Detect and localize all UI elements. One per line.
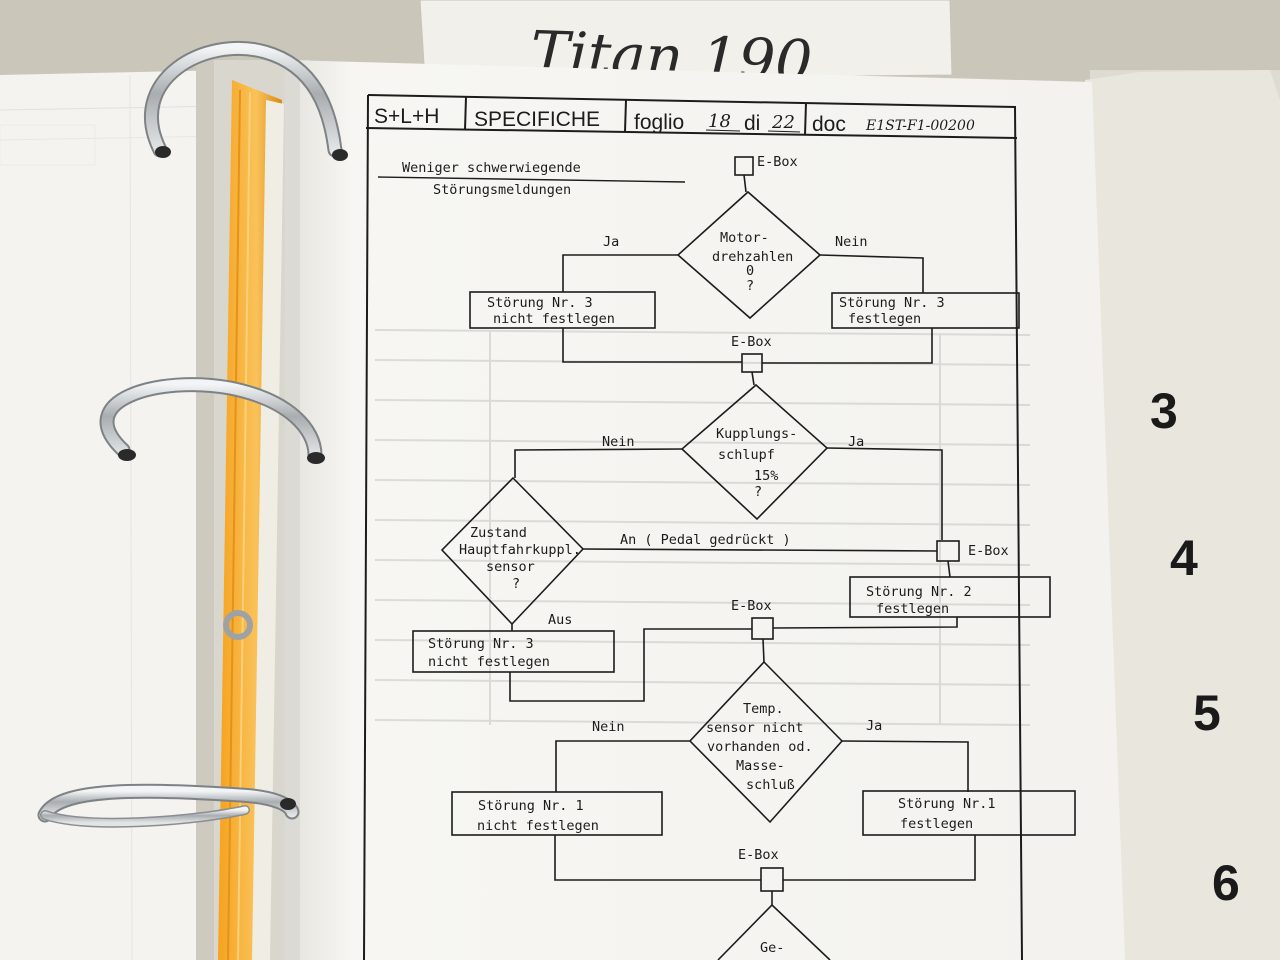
d3-line3: sensor xyxy=(486,559,535,575)
d4-line5: schluß xyxy=(746,777,795,793)
tab-6[interactable]: 6 xyxy=(1212,855,1240,911)
d3-off-label: Aus xyxy=(548,612,572,628)
d2-line4: ? xyxy=(754,484,762,500)
left-page xyxy=(0,70,235,960)
ebox-label-4: E-Box xyxy=(731,598,772,614)
decision-motor-speed xyxy=(676,190,822,320)
header-company: S+L+H xyxy=(374,105,439,128)
binder-rings xyxy=(37,40,348,828)
d1-line3: 0 xyxy=(746,263,754,279)
decision-clutch-slip xyxy=(680,383,829,521)
header-doc-label: doc xyxy=(812,113,846,136)
d2-line1: Kupplungs- xyxy=(716,426,797,442)
b3-left-line2: nicht festlegen xyxy=(477,818,599,834)
bleed-through-table xyxy=(374,329,1031,726)
box-fault3-set xyxy=(831,292,1020,329)
b3-right-line1: Störung Nr.1 xyxy=(898,796,996,812)
d4-yes: Ja xyxy=(866,718,882,734)
binder-ring-top xyxy=(144,40,348,161)
b2-right-line2: festlegen xyxy=(876,601,949,617)
binder-ring-bottom xyxy=(37,783,300,828)
flowchart xyxy=(377,156,1076,960)
b1-right-line2: festlegen xyxy=(848,311,921,327)
ebox-label-2: E-Box xyxy=(731,334,772,350)
tab-5[interactable]: 5 xyxy=(1193,685,1221,741)
b2-left-line2: nicht festlegen xyxy=(428,654,550,670)
d4-line3: vorhanden od. xyxy=(707,739,813,755)
d4-line2: sensor nicht xyxy=(706,720,804,736)
d2-line2: schlupf xyxy=(718,447,775,463)
b2-right-line1: Störung Nr. 2 xyxy=(866,584,972,600)
tab-3[interactable]: 3 xyxy=(1150,383,1178,439)
d3-on-label: An ( Pedal gedrückt ) xyxy=(620,532,791,548)
tab-4[interactable]: 4 xyxy=(1170,530,1198,586)
d4-line1: Temp. xyxy=(743,701,784,717)
box-fault2-set xyxy=(849,576,1051,618)
spec-sheet-page xyxy=(285,60,1125,960)
decision-partial xyxy=(717,903,831,960)
d1-no: Nein xyxy=(835,234,868,250)
ebox-4 xyxy=(751,617,774,640)
header-section: SPECIFICHE xyxy=(474,108,600,131)
b1-left-line2: nicht festlegen xyxy=(493,311,615,327)
d5-partial-label: Ge- xyxy=(760,940,784,956)
ebox-label-3: E-Box xyxy=(968,543,1009,559)
header-sheet-number: 18 xyxy=(708,111,731,132)
d1-yes: Ja xyxy=(603,234,619,250)
box-fault1-set xyxy=(862,790,1076,836)
d4-line4: Masse- xyxy=(736,758,785,774)
header-sheet-label: foglio xyxy=(634,111,684,134)
b3-left-line1: Störung Nr. 1 xyxy=(478,798,584,814)
box-fault1-not-set xyxy=(451,791,663,836)
d2-yes: Ja xyxy=(848,434,864,450)
ebox-label-5: E-Box xyxy=(738,847,779,863)
d3-line4: ? xyxy=(512,576,520,592)
sheet-header: S+L+H SPECIFICHE foglio 18 di 22 doc E1S… xyxy=(363,94,1023,960)
header-sheet-of: di xyxy=(744,112,760,135)
d3-line2: Hauptfahrkuppl. xyxy=(459,542,581,558)
header-sheet-total: 22 xyxy=(771,112,795,133)
box-fault3-not-set-2 xyxy=(412,630,615,673)
b1-left-line1: Störung Nr. 3 xyxy=(487,295,593,311)
d1-line2: drehzahlen xyxy=(712,249,793,265)
b3-right-line2: festlegen xyxy=(900,816,973,832)
b1-right-line1: Störung Nr. 3 xyxy=(839,295,945,311)
binder-ring-middle xyxy=(99,377,325,464)
binder-lever[interactable] xyxy=(223,610,253,640)
b2-left-line1: Störung Nr. 3 xyxy=(428,636,534,652)
ebox-label-1: E-Box xyxy=(757,154,798,170)
d1-line1: Motor- xyxy=(720,230,769,246)
d2-line3: 15% xyxy=(754,468,778,484)
d2-no: Nein xyxy=(602,434,635,450)
d3-line1: Zustand xyxy=(470,525,527,541)
header-doc-code: E1ST-F1-00200 xyxy=(865,118,975,134)
divider-tab-sheet xyxy=(1080,70,1280,960)
flow-title-line2: Störungsmeldungen xyxy=(433,182,571,198)
decision-temp-sensor xyxy=(688,660,844,824)
flow-title-line1: Weniger schwerwiegende xyxy=(402,160,581,176)
d4-no: Nein xyxy=(592,719,625,735)
d1-line4: ? xyxy=(746,278,754,294)
